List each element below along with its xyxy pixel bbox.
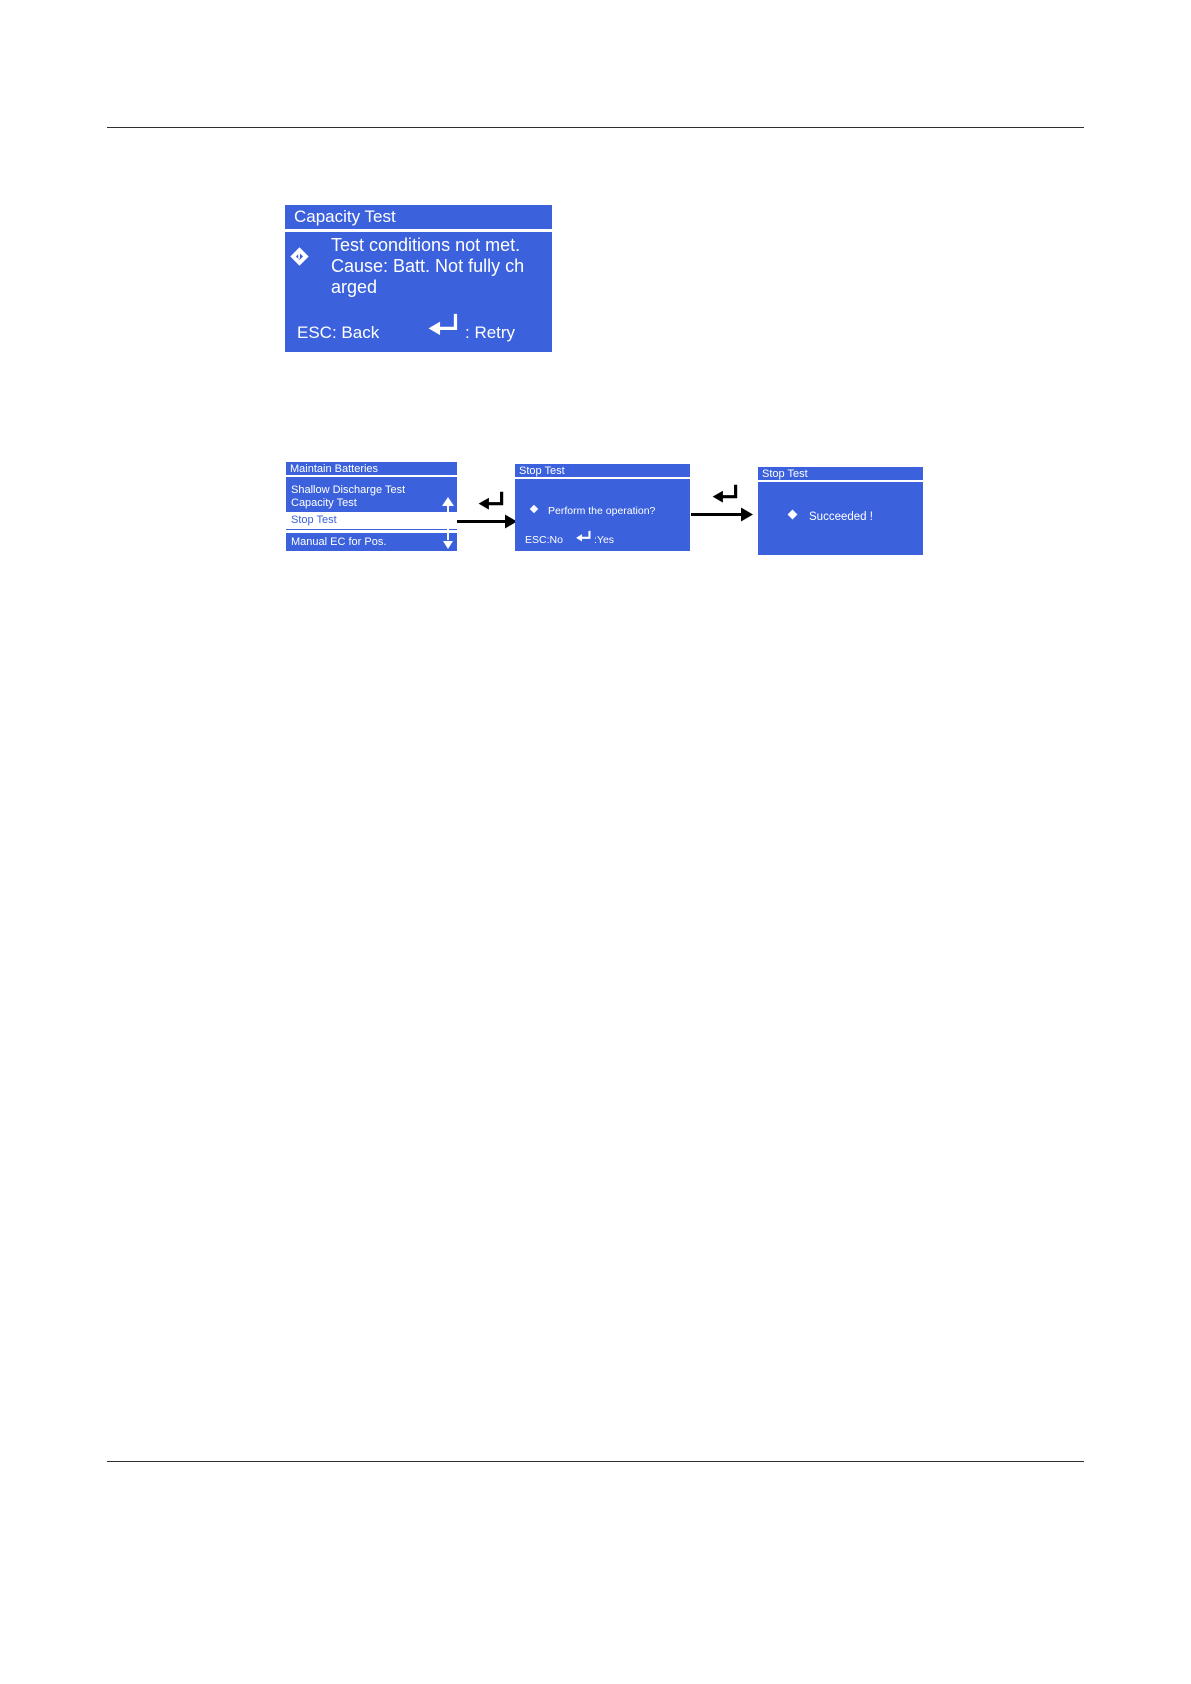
stop-test-confirm-screen: Stop Test ! Perform the operation? ESC:N… (515, 464, 690, 551)
confirm-message: Perform the operation? (548, 505, 656, 517)
maintain-batteries-screen: Maintain Batteries Shallow Discharge Tes… (286, 462, 457, 551)
esc-back-label: ESC: Back (297, 323, 380, 342)
menu-item-capacity-test: Capacity Test (291, 497, 357, 509)
esc-no-label: ESC:No (525, 534, 563, 546)
dialog-body: ! Test conditions not met. Cause: Batt. … (285, 232, 552, 352)
flow-arrow-1 (457, 490, 519, 530)
confirm-screen-title: Stop Test (515, 464, 690, 479)
scrollbar-track (447, 505, 449, 540)
dialog-message-line-3: arged (331, 277, 378, 297)
scroll-down-icon (443, 541, 453, 549)
dialog-message-line-2: Cause: Batt. Not fully ch (331, 256, 525, 276)
menu-item-shallow-discharge-test: Shallow Discharge Test (291, 484, 406, 496)
menu-item-stop-test-selected: Stop Test (286, 512, 457, 530)
dialog-key-hints: ESC: Back : Retry (297, 313, 544, 343)
warning-diamond-icon: ! (529, 504, 539, 514)
menu-list: Shallow Discharge Test Capacity Test Sto… (286, 479, 457, 551)
warning-diamond-icon: ! (290, 247, 309, 266)
top-rule (107, 127, 1084, 128)
enter-key-icon (425, 312, 459, 342)
right-arrow-icon (457, 514, 517, 534)
dialog-title: Capacity Test (285, 205, 552, 229)
dialog-message: Test conditions not met. Cause: Batt. No… (331, 235, 549, 298)
bottom-rule (107, 1461, 1084, 1462)
enter-key-icon (575, 530, 591, 545)
warning-diamond-icon: ! (787, 509, 798, 520)
enter-key-icon (711, 483, 738, 509)
stop-test-result-screen: Stop Test ! Succeeded ! (758, 467, 923, 555)
confirm-key-hints: ESC:No :Yes (515, 530, 690, 546)
confirm-screen-body: ! Perform the operation? ESC:No :Yes (515, 481, 690, 551)
exclamation-glyph: ! (297, 248, 302, 265)
scroll-up-icon (442, 497, 454, 506)
result-screen-title: Stop Test (758, 467, 923, 482)
right-arrow-icon (691, 507, 753, 527)
menu-screen-title: Maintain Batteries (286, 462, 457, 477)
exclamation-glyph: ! (791, 509, 794, 519)
yes-label: :Yes (594, 534, 615, 546)
result-screen-body: ! Succeeded ! (758, 484, 923, 555)
enter-key-icon (477, 490, 504, 516)
capacity-test-dialog: Capacity Test ! Test conditions not met.… (285, 205, 552, 352)
dialog-message-line-1: Test conditions not met. (331, 235, 521, 255)
exclamation-glyph: ! (532, 505, 536, 513)
result-message: Succeeded ! (809, 511, 873, 523)
retry-label: : Retry (465, 323, 516, 342)
flow-arrow-2 (691, 483, 753, 523)
menu-item-manual-ec-for-pos: Manual EC for Pos. (291, 536, 387, 548)
